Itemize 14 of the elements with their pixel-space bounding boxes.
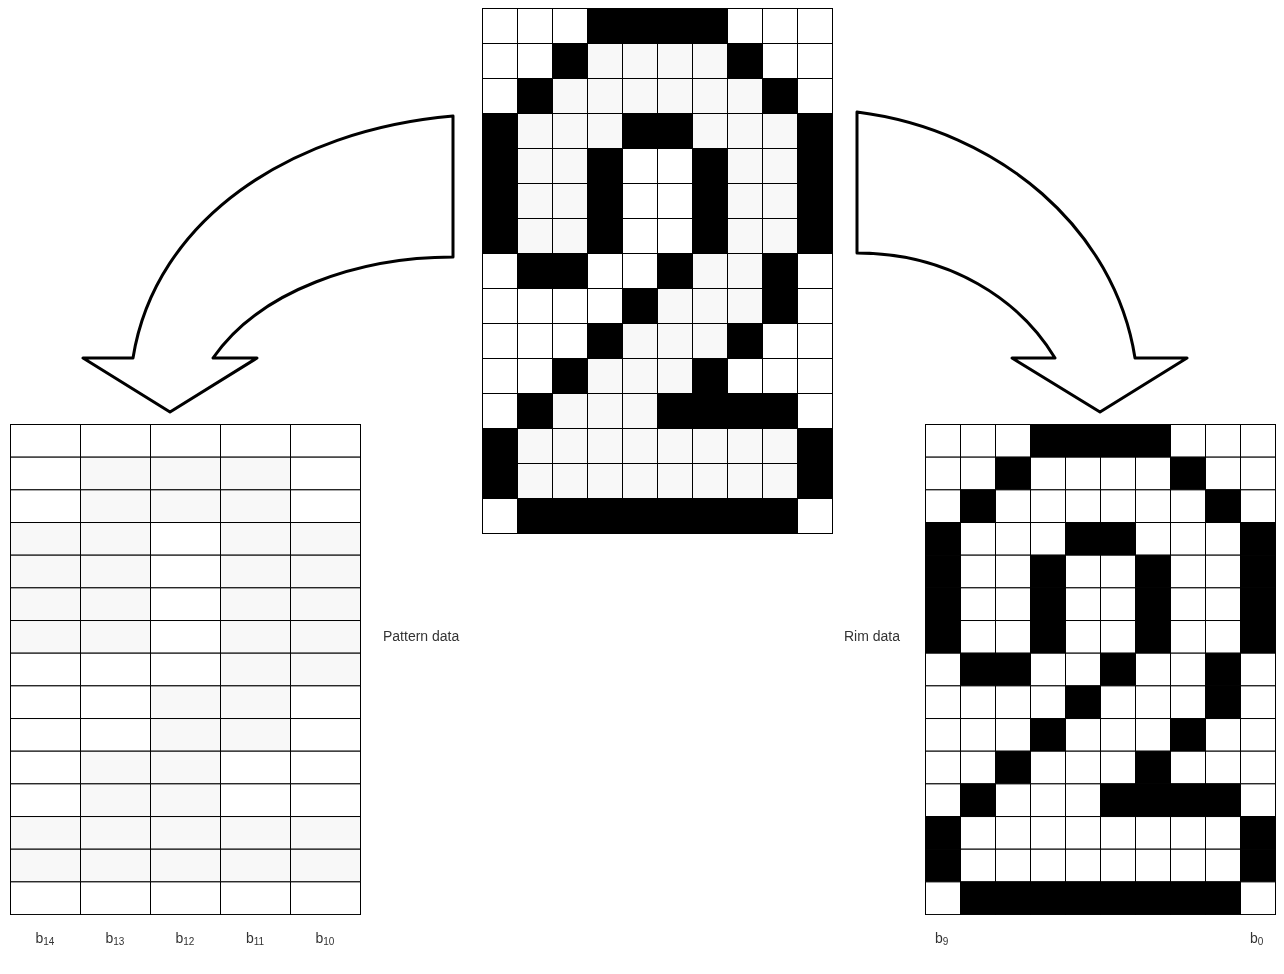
pixel-grid bbox=[925, 424, 1276, 916]
grid-caption: Pattern data bbox=[383, 628, 460, 644]
bit-label: b$_{12}$ bbox=[175, 930, 195, 949]
curved-block-arrow bbox=[81, 114, 455, 414]
curved-block-arrow bbox=[855, 110, 1189, 414]
bit-label: b$_{0}$ bbox=[1250, 930, 1264, 949]
pixel-grid bbox=[482, 8, 833, 534]
bit-label: b$_{9}$ bbox=[935, 930, 949, 949]
bit-label: b$_{13}$ bbox=[105, 930, 125, 949]
bit-label: b$_{14}$ bbox=[35, 930, 55, 949]
bit-label: b$_{10}$ bbox=[315, 930, 335, 949]
pixel-grid bbox=[10, 424, 361, 916]
grid-caption: Rim data bbox=[844, 628, 901, 644]
bit-label: b$_{11}$ bbox=[246, 930, 265, 949]
